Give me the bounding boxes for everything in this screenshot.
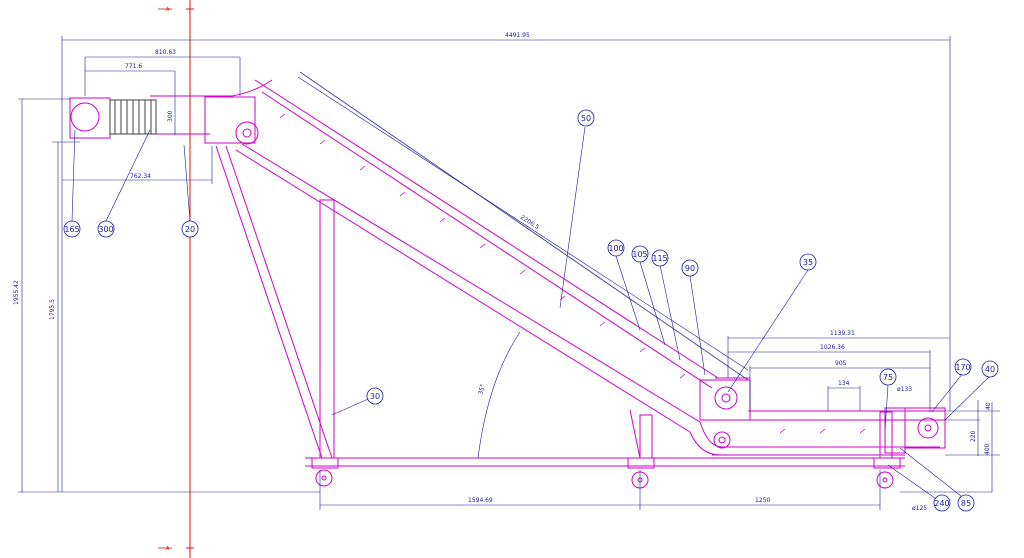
section-mark-top: A — [166, 7, 170, 13]
dim-incline-length: 2206.5 — [519, 214, 541, 231]
dim-base-right: 1250 — [755, 497, 770, 504]
callout-label-85: 85 — [961, 499, 971, 508]
callout-label-115: 115 — [652, 254, 667, 263]
dim-top-inner: 771.6 — [125, 63, 142, 70]
callout-balloon-240 — [933, 494, 951, 512]
dimension-lines — [18, 36, 1000, 510]
callout-balloon-90 — [681, 259, 699, 277]
dim-head-height: 300 — [167, 110, 174, 122]
dim-head-lower: 762.34 — [130, 173, 151, 180]
dim-right-2: 1026.36 — [820, 344, 845, 351]
dim-overall-length: 4491.95 — [505, 32, 530, 39]
dim-top-span: 810.63 — [155, 49, 176, 56]
dim-total-height: 1955.42 — [13, 280, 20, 305]
dim-right-h2: 220 — [970, 430, 977, 442]
section-mark-bottom: A — [166, 546, 170, 552]
callout-balloon-35 — [799, 253, 817, 271]
dim-right-3: 905 — [835, 360, 847, 367]
callout-balloon-115 — [651, 249, 669, 267]
callout-balloon-50 — [577, 109, 595, 127]
callout-balloon-100 — [607, 239, 625, 257]
callout-balloon-170 — [954, 358, 972, 376]
dim-right-h1: 40 — [985, 402, 992, 410]
dim-right-h3: 400 — [984, 443, 991, 455]
callout-balloon-20 — [181, 220, 199, 238]
conveyor-frame — [150, 71, 946, 467]
callout-balloon-105 — [631, 245, 649, 263]
callout-label-20: 20 — [185, 225, 195, 234]
section-line — [158, 0, 194, 558]
callout-label-240: 240 — [934, 499, 949, 508]
callout-label-165: 165 — [64, 225, 79, 234]
callout-labels: 165 300 20 50 100 105 115 90 35 30 75 17… — [64, 114, 995, 508]
callout-balloon-300 — [97, 220, 115, 238]
callout-label-30: 30 — [370, 392, 380, 401]
callout-label-90: 90 — [685, 264, 695, 273]
callout-label-35: 35 — [803, 258, 813, 267]
callout-balloon-85 — [957, 494, 975, 512]
dim-right-1: 1139.31 — [830, 330, 855, 337]
callout-balloons — [63, 109, 999, 512]
dim-base-left: 1594.69 — [468, 497, 493, 504]
callout-label-40: 40 — [985, 365, 995, 374]
dim-angle: 35° — [477, 383, 487, 395]
callout-balloon-30 — [366, 387, 384, 405]
casters — [311, 457, 901, 489]
callout-label-75: 75 — [883, 373, 893, 382]
dim-wheel: ø125 — [912, 505, 927, 512]
callout-label-170: 170 — [955, 363, 970, 372]
dim-right-4: 134 — [838, 380, 850, 387]
callout-balloon-40 — [981, 360, 999, 378]
callout-label-105: 105 — [632, 250, 647, 259]
dimension-labels: 4491.95 810.63 771.6 762.34 300 2206.5 1… — [13, 32, 992, 512]
callout-label-50: 50 — [581, 114, 591, 123]
dim-support-height: 1795.5 — [49, 299, 56, 320]
drive-motor — [69, 97, 157, 139]
callout-balloon-165 — [63, 220, 81, 238]
callout-label-300: 300 — [98, 225, 113, 234]
callout-balloon-75 — [879, 368, 897, 386]
callout-label-100: 100 — [608, 244, 623, 253]
dim-small-pulley: ø133 — [897, 386, 912, 393]
